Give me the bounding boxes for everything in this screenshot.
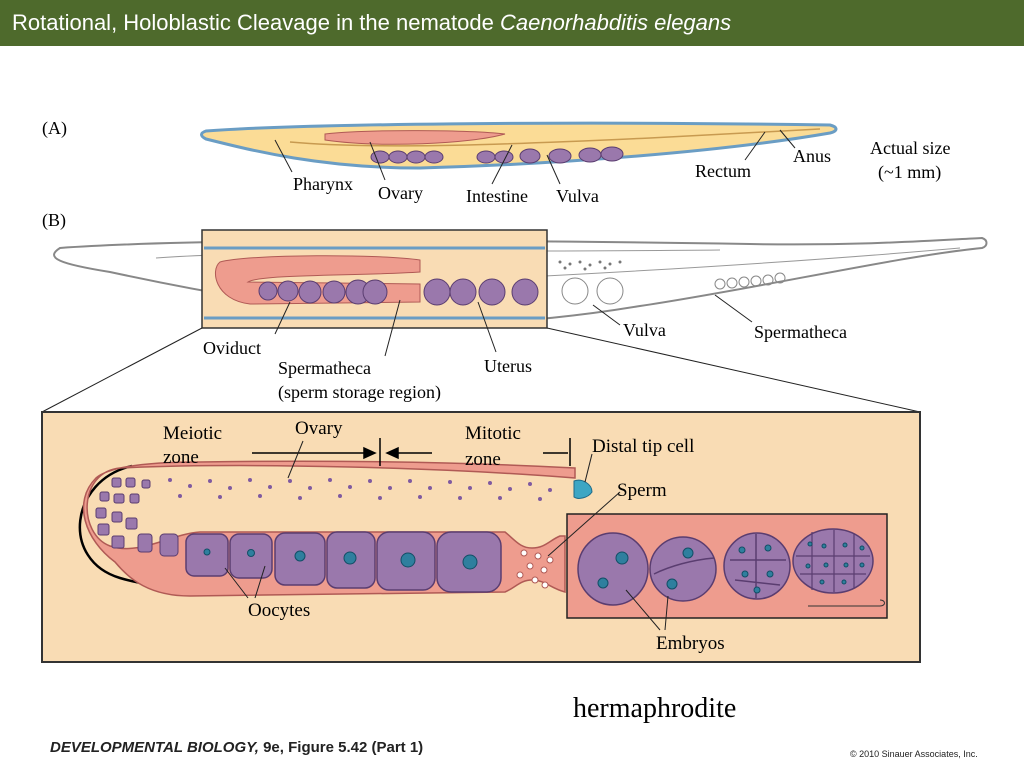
detail-panel: Meiotic zone Ovary Mitotic zone Distal t… xyxy=(41,411,921,663)
label-spermatheca-b: Spermatheca xyxy=(278,358,371,378)
panel-b-leaders xyxy=(41,294,921,413)
worm-b-right-sperm xyxy=(558,260,622,271)
title-species: Caenorhabditis elegans xyxy=(499,10,732,35)
panel-a: (A) Pharynx Ovary Intestine Vulva Rectum… xyxy=(42,118,950,206)
label-spermatheca-right: Spermatheca xyxy=(754,322,847,342)
label-vulva-a: Vulva xyxy=(556,186,599,206)
label-oocytes: Oocytes xyxy=(248,600,310,621)
footer-citation: DEVELOPMENTAL BIOLOGY, 9e, Figure 5.42 (… xyxy=(50,739,423,756)
scale-line-2: (~1 mm) xyxy=(878,162,941,183)
label-oviduct: Oviduct xyxy=(203,338,261,358)
scale-line-1: Actual size xyxy=(870,138,950,158)
label-mitotic-2: zone xyxy=(465,449,501,470)
zone-markers xyxy=(252,438,571,466)
footer-copyright: © 2010 Sinauer Associates, Inc. xyxy=(850,749,978,759)
label-sperm: Sperm xyxy=(617,480,667,501)
worm-b-inner-line-2 xyxy=(544,247,961,277)
panel-b: (B) Oviduct Sp xyxy=(41,210,988,413)
early-oocytes xyxy=(95,477,179,557)
label-anus: Anus xyxy=(793,146,831,166)
title-text: Rotational, Holoblastic Cleavage in the … xyxy=(12,10,500,35)
label-spermatheca-note: (sperm storage region) xyxy=(278,382,441,403)
panel-a-leaders xyxy=(274,129,796,185)
footer-book: DEVELOPMENTAL BIOLOGY, xyxy=(50,739,259,756)
label-vulva-b: Vulva xyxy=(623,320,666,340)
label-embryos: Embryos xyxy=(656,633,725,654)
worm-a-ovary xyxy=(324,130,506,145)
label-mitotic-1: Mitotic xyxy=(465,423,521,444)
embryo-nuclei xyxy=(597,541,865,594)
label-rectum: Rectum xyxy=(695,161,751,181)
detail-leaders xyxy=(224,440,669,631)
footer-edition: 9e, Figure 5.42 (Part 1) xyxy=(258,739,424,756)
germline-nuclei xyxy=(168,478,552,501)
slide-title: Rotational, Holoblastic Cleavage in the … xyxy=(0,0,1024,46)
distal-tip-cell xyxy=(573,479,593,499)
label-pharynx: Pharynx xyxy=(293,174,353,194)
panel-a-letter: (A) xyxy=(42,118,67,139)
label-ovary-a: Ovary xyxy=(378,183,423,203)
label-uterus: Uterus xyxy=(484,356,532,376)
label-meiotic-1: Meiotic xyxy=(163,423,222,444)
label-distal-tip: Distal tip cell xyxy=(592,436,694,457)
sperm-cells xyxy=(516,549,554,589)
oocyte-nuclei xyxy=(203,548,478,570)
caption-hermaphrodite: hermaphrodite xyxy=(573,693,737,724)
zoom-oocytes xyxy=(258,278,539,306)
worm-a-eggs xyxy=(370,146,624,164)
label-intestine: Intestine xyxy=(466,186,528,206)
label-meiotic-2: zone xyxy=(163,447,199,468)
worm-a-intestine xyxy=(289,128,821,147)
worm-b-right-cells xyxy=(561,272,786,305)
label-ovary-detail: Ovary xyxy=(295,418,343,439)
panel-b-letter: (B) xyxy=(42,210,66,231)
